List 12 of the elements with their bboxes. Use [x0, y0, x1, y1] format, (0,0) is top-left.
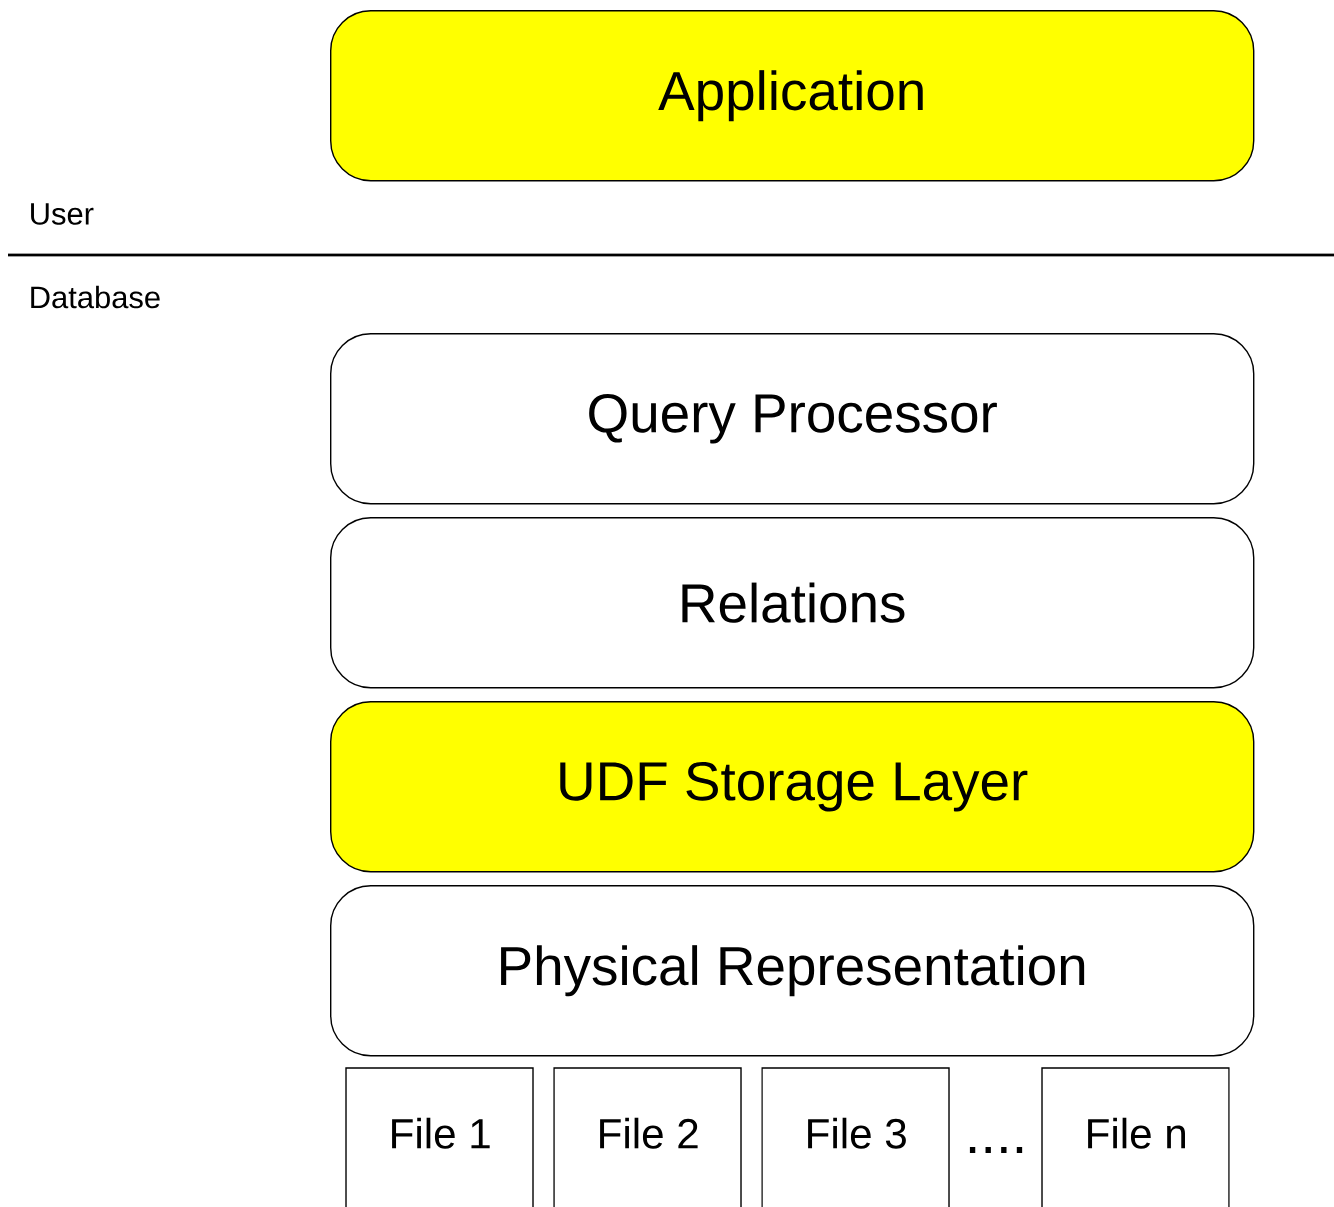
file-box: File 1: [345, 1067, 534, 1207]
ellipsis-text: ....: [969, 1147, 1023, 1153]
layer-box: Query Processor: [330, 333, 1255, 505]
file-box: File 3: [761, 1067, 950, 1207]
side-label: User: [31, 203, 94, 225]
layer-box: UDF Storage Layer: [330, 701, 1255, 873]
file-box: File n: [1041, 1067, 1230, 1207]
layer-box: Relations: [330, 517, 1255, 689]
side-label: Database: [31, 285, 160, 309]
file-box: File 2: [553, 1067, 742, 1207]
layer-box: Physical Representation: [330, 885, 1255, 1057]
layer-box: Application: [330, 10, 1255, 182]
